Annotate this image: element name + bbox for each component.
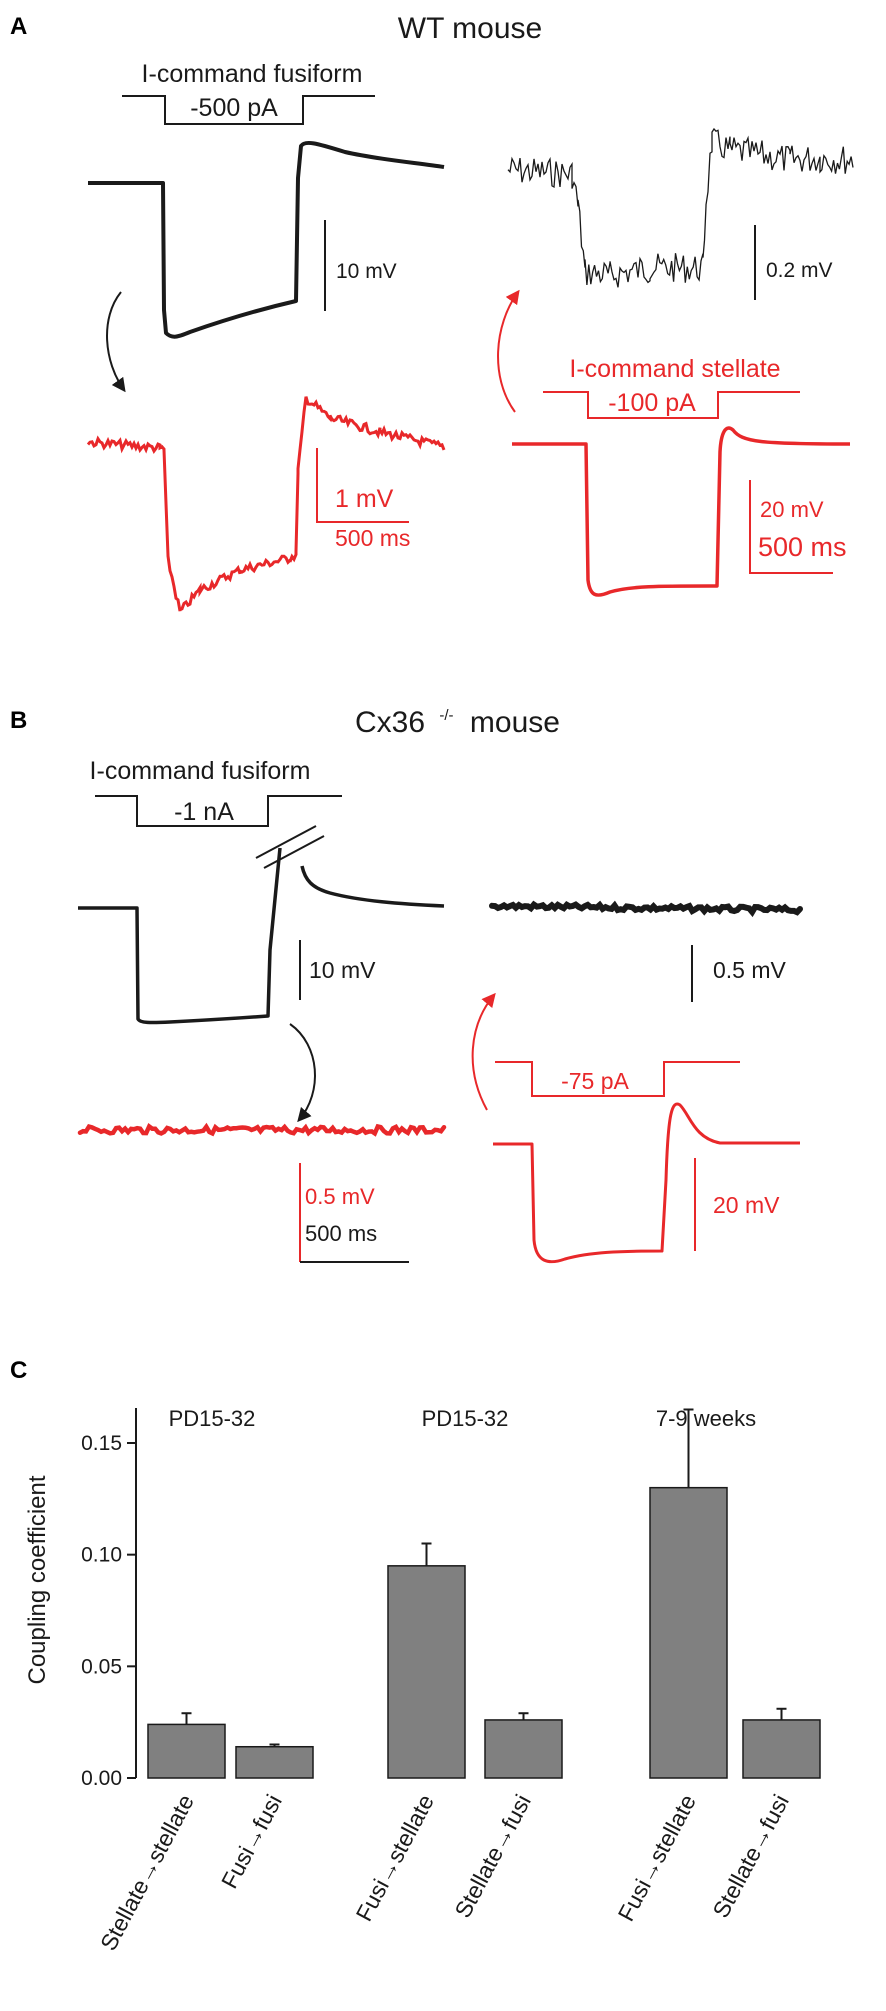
panel-b-title: Cx36 -/- mouse (355, 694, 560, 739)
scale-label-500ms: 500 ms (335, 525, 410, 551)
panel-a-title: WT mouse (398, 12, 542, 45)
scale-label-10mv-b: 10 mV (309, 957, 376, 983)
y-tick-label: 0.00 (81, 1767, 122, 1790)
panel-b-title-sup: -/- (439, 707, 453, 724)
y-tick-label: 0.10 (81, 1544, 122, 1567)
panel-b: B Cx36 -/- mouse I-command fusiform -1 n… (10, 694, 803, 1264)
x-tick-label: Stellate→fusi (707, 1790, 794, 1922)
x-tick-label: Fusi→stellate (351, 1790, 439, 1925)
y-tick-label: 0.15 (81, 1432, 122, 1455)
x-tick-label: Stellate→fusi (449, 1790, 536, 1922)
group-label: PD15-32 (169, 1406, 256, 1431)
fusiform-response-trace (86, 396, 446, 612)
x-tick-label: Stellate→stellate (95, 1790, 199, 1955)
fusiform-response-trace-b (77, 1122, 447, 1137)
arrow-fusi-to-stellate-icon (106, 291, 126, 393)
fusiform-trace-b-tail (300, 865, 445, 908)
panel-c-letter: C (10, 1357, 27, 1384)
panel-b-title-rest: mouse (470, 706, 560, 739)
panel-a: A WT mouse I-command fusiform -500 pA 10… (10, 12, 854, 612)
stellate-trace (512, 426, 851, 597)
axis-break-mark (255, 825, 317, 859)
fusi-command-value: -500 pA (190, 94, 278, 122)
bar (147, 1723, 226, 1779)
fusi-command-label-b: I-command fusiform (90, 757, 311, 785)
x-tick-label: Fusi→stellate (613, 1790, 701, 1925)
stellate-response-trace (507, 127, 854, 288)
scale-label-20mv: 20 mV (760, 497, 824, 522)
scale-label-1mv: 1 mV (335, 485, 394, 513)
scale-label-500ms-b: 500 ms (305, 1221, 377, 1246)
fusi-command-label: I-command fusiform (142, 60, 363, 88)
fusi-command-step (122, 95, 375, 125)
y-axis-label: Coupling coefficient (24, 1475, 51, 1684)
stellate-command-step-b (495, 1061, 740, 1097)
stellate-command-value: -100 pA (608, 389, 696, 417)
arrow-stellate-to-fusi-icon-b (471, 992, 496, 1111)
arrow-stellate-to-fusi-icon (497, 289, 520, 413)
fusi-command-step-b (95, 795, 342, 827)
bar-chart: 0.00 0.05 0.10 0.15 PD15-32Stellate→stellate… (81, 1406, 821, 1955)
stellate-response-trace-b (489, 900, 803, 918)
stellate-command-step (543, 391, 800, 419)
scale-label-02mv: 0.2 mV (766, 259, 833, 282)
stellate-command-label: I-command stellate (569, 355, 780, 383)
fusiform-trace-b (78, 847, 282, 1025)
scale-label-05mv: 0.5 mV (713, 957, 787, 983)
bar (649, 1486, 728, 1779)
scale-label-05mv-red: 0.5 mV (305, 1184, 375, 1209)
fusiform-trace (88, 140, 445, 339)
bar (742, 1719, 821, 1779)
scale-label-20mv-b: 20 mV (713, 1192, 780, 1218)
stellate-command-value-b: -75 pA (561, 1068, 629, 1094)
stellate-trace-b (493, 1102, 800, 1264)
arrow-fusi-to-stellate-icon-b (289, 1023, 316, 1123)
fusi-command-value-b: -1 nA (174, 798, 234, 826)
scale-bar-1mv-500ms (316, 448, 409, 523)
panel-b-letter: B (10, 707, 27, 734)
bar (387, 1565, 466, 1779)
axis-break-mark (263, 835, 325, 869)
bar (484, 1719, 563, 1779)
scale-bar-20mv-500ms (749, 480, 833, 574)
scale-label-10mv: 10 mV (336, 260, 397, 283)
panel-b-title-main: Cx36 (355, 706, 425, 739)
x-tick-label: Fusi→fusi (216, 1790, 287, 1892)
bar (235, 1745, 314, 1779)
scale-label-500ms-right: 500 ms (758, 532, 847, 562)
group-label: PD15-32 (422, 1406, 509, 1431)
group-label: 7-9 weeks (656, 1406, 756, 1431)
panel-a-letter: A (10, 13, 27, 40)
y-tick-label: 0.05 (81, 1655, 122, 1678)
panel-c: C Coupling coefficient 0.00 0.05 0.10 0.15 P… (10, 1357, 821, 1955)
